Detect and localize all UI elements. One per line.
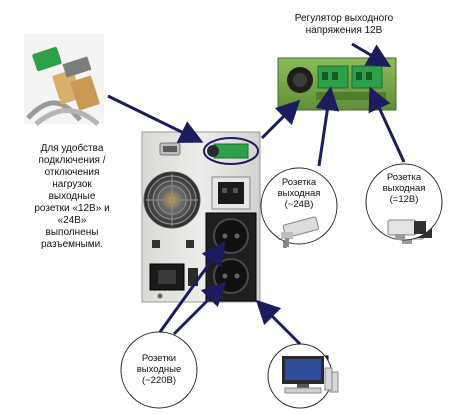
regulator-label: Регулятор выходного напряжения 12В (283, 13, 405, 37)
arrow-terminal-to-ups (107, 94, 204, 143)
arrow-ups-to-board (260, 99, 301, 140)
socket-24v-label: Розетка выходная (~24В) (269, 177, 329, 210)
terminal-block-photo (24, 34, 104, 126)
note-line: выполнены (45, 227, 99, 238)
camera-24v-inside (281, 216, 319, 247)
note-text: Для удобства подключения / отключения на… (26, 143, 118, 251)
arrow-12v-to-board (368, 86, 406, 163)
socket-220v-line: (~220В) (141, 375, 177, 386)
note-line: нагрузок (52, 179, 92, 190)
callout-220v-circle (120, 331, 198, 409)
arrow-24v-to-board (315, 86, 340, 167)
arrows (107, 42, 406, 346)
note-line: «24В» (57, 215, 87, 226)
socket-24v-line: выходная (277, 188, 321, 199)
arrow-220v-lower (172, 281, 227, 336)
ups-rear-panel (141, 131, 261, 303)
regulator-label-line-1: Регулятор выходного (294, 13, 394, 24)
note-line: разъемными. (40, 239, 103, 250)
camera-12v-inside (387, 219, 426, 240)
arrow-label-to-regulator (351, 42, 392, 68)
note-line: отключения (44, 167, 100, 178)
socket-12v-label: Розетка выходная (=12В) (374, 172, 434, 205)
note-line: Для удобства (40, 143, 104, 154)
arrow-220v-upper (158, 241, 226, 333)
socket-220v-line: Розетки (141, 353, 177, 364)
regulator-label-line-2: напряжения 12В (305, 25, 383, 36)
note-line: розетки «12В» и (34, 203, 110, 214)
socket-24v-line: Розетка (281, 177, 317, 188)
socket-12v-line: Розетка (386, 172, 422, 183)
socket-220v-label: Розетки выходные (~220В) (129, 353, 189, 386)
socket-12v-line: (=12В) (389, 194, 419, 205)
note-line: подключения / (38, 155, 106, 166)
socket-12v-line: выходная (382, 183, 426, 194)
monitor-inside (282, 356, 333, 394)
note-line: выходные (48, 191, 96, 202)
socket-220v-line: выходные (136, 364, 182, 375)
socket-24v-line: (~24В) (284, 199, 314, 210)
arrow-pc-to-ups (255, 299, 302, 346)
